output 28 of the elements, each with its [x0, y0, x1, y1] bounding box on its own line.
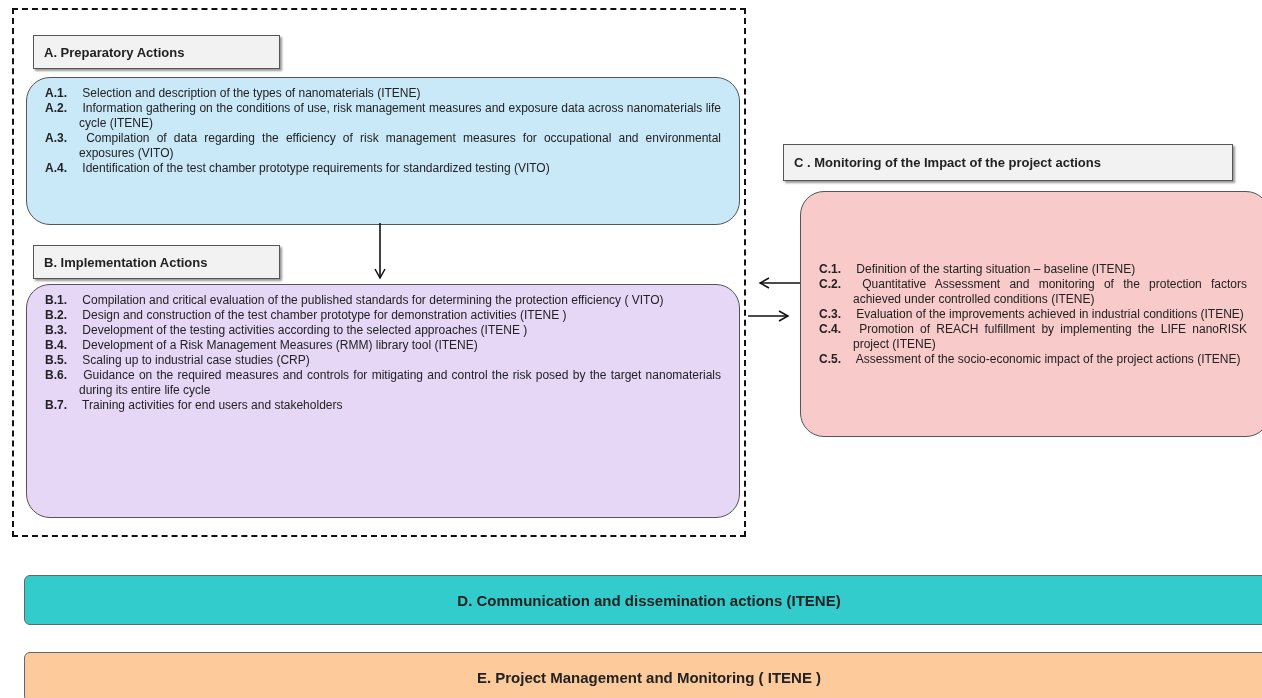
actions-list-box	[26, 77, 740, 225]
action-item: B.2. Design and construction of the test chamber prototype for demonstration activities (ITENE )	[45, 308, 568, 323]
action-item: C.2. Quantitative Assessment and monitoring of the protection factors achieved under controlled conditions (ITENE)	[819, 276, 1247, 307]
action-item: B.3. Development of the testing activities according to the selected approaches (ITENE )	[45, 323, 529, 338]
action-bar: D. Communication and dissemination actions (ITENE)	[24, 575, 1262, 625]
action-item: B.7. Training activities for end users and stakeholders	[45, 398, 344, 413]
actions-list-box	[26, 284, 740, 518]
action-item: A.2. Information gathering on the conditions of use, risk management measures and exposure data across nanomaterials life cycle (ITENE)	[45, 101, 721, 131]
action-item: B.6. Guidance on the required measures and controls for mitigating and control the risk posed by the target nanomaterials during its entire life cycle	[45, 368, 721, 398]
action-item: C.5. Assessment of the socio-economic impact of the project actions (ITENE)	[819, 351, 1242, 367]
action-item: B.4. Development of a Risk Management Measures (RMM) library tool (ITENE)	[45, 338, 479, 353]
action-item: A.3. Compilation of data regarding the efficiency of risk management measures for occupational and environmental exposures (VITO)	[45, 131, 721, 161]
arrow	[759, 277, 801, 289]
action-item: C.4. Promotion of REACH fulfillment by implementing the LIFE nanoRISK project (ITENE)	[819, 321, 1247, 352]
action-item: A.4. Identification of the test chamber prototype requirements for standardized testing (VITO)	[45, 161, 551, 176]
arrow	[374, 222, 386, 279]
action-item: B.1. Compilation and critical evaluation of the published standards for determining the protection efficiency ( VITO)	[45, 293, 665, 308]
actions-list-box	[800, 191, 1262, 437]
action-item: A.1. Selection and description of the types of nanomaterials (ITENE)	[45, 86, 422, 101]
section-heading-box: C . Monitoring of the Impact of the project actions	[783, 144, 1233, 181]
action-bar: E. Project Management and Monitoring ( ITENE )	[24, 652, 1262, 698]
action-item: B.5. Scaling up to industrial case studies (CRP)	[45, 353, 311, 368]
dashed-group-frame	[12, 8, 746, 537]
action-item: C.1. Definition of the starting situation – baseline (ITENE)	[819, 261, 1137, 277]
section-heading-box: B. Implementation Actions	[33, 245, 280, 279]
section-heading-box: A. Preparatory Actions	[33, 35, 280, 69]
arrow	[747, 310, 789, 322]
action-item: C.3. Evaluation of the improvements achieved in industrial conditions (ITENE)	[819, 306, 1245, 322]
